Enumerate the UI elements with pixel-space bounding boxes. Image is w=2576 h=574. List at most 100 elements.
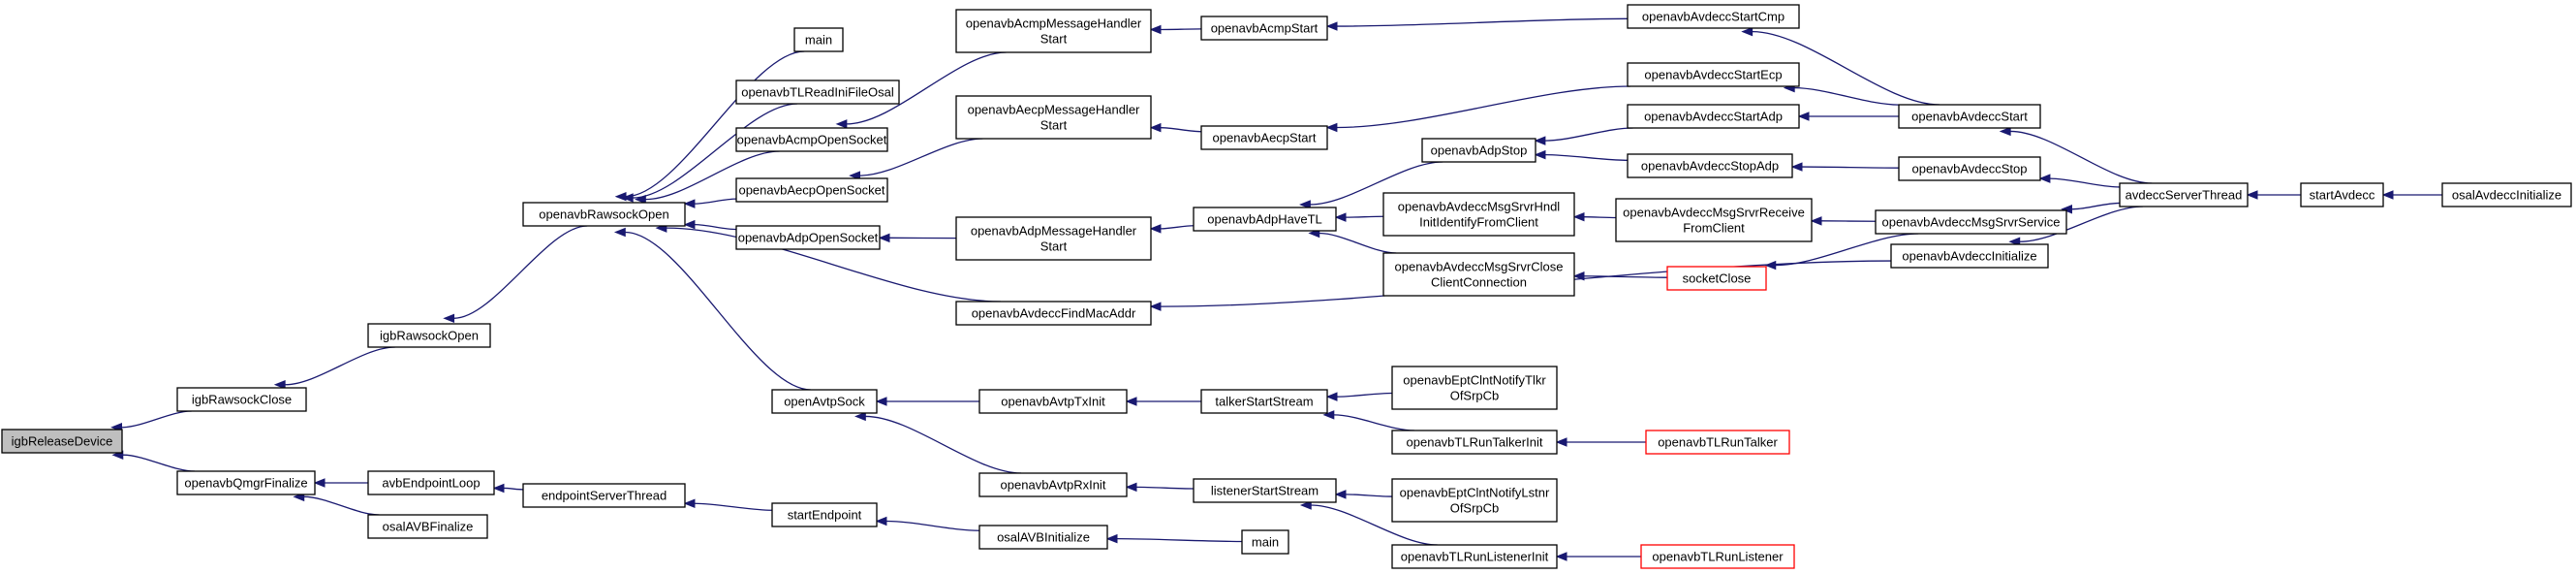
- edge-openavb-ept-clnt-notify-lstnr-of-srp-cb-to-listener-start-stream: [1334, 490, 1393, 499]
- edge-line: [666, 227, 1001, 303]
- edge-arrowhead: [683, 199, 696, 208]
- node-openavb-avdecc-start-cmp[interactable]: openavbAvdeccStartCmp: [1627, 4, 1800, 29]
- node-box: [955, 95, 1152, 140]
- edge-arrowhead: [1572, 211, 1585, 222]
- edge-openavb-avdecc-start-adp-to-openavb-adp-stop: [1534, 127, 1633, 145]
- node-talker-start-stream[interactable]: talkerStartStream: [1200, 389, 1328, 414]
- node-openavb-tlread-ini-file-osal[interactable]: openavbTLReadIniFileOsal: [735, 80, 900, 105]
- node-openavb-avdecc-msg-srvr-close-client-connection[interactable]: openavbAvdeccMsgSrvrCloseClientConnectio…: [1382, 252, 1575, 297]
- node-box: [1391, 366, 1558, 410]
- node-openavb-avdecc-find-mac-addr[interactable]: openavbAvdeccFindMacAddr: [955, 301, 1152, 326]
- edge-openavb-avdecc-msg-srvr-hndl-init-identify-from-client-to-openavb-adp-have-tl: [1334, 212, 1384, 222]
- node-avb-endpoint-loop[interactable]: avbEndpointLoop: [367, 470, 495, 495]
- node-main1[interactable]: main: [793, 27, 844, 52]
- node-box: [1627, 4, 1800, 29]
- edge-openavb-avdecc-start-to-openavb-avdecc-start-cmp: [1741, 26, 1940, 106]
- edge-talker-start-stream-to-openavb-avtp-tx-init: [1125, 397, 1202, 406]
- node-igb-rawsock-open[interactable]: igbRawsockOpen: [367, 323, 491, 348]
- node-openavb-adp-open-socket[interactable]: openavbAdpOpenSocket: [735, 225, 881, 250]
- node-box: [735, 177, 888, 203]
- node-label: ClientConnection: [1431, 275, 1527, 290]
- node-label: Start: [1040, 32, 1068, 47]
- node-label: openavbAvtpRxInit: [1001, 478, 1106, 493]
- edge-arrowhead: [1810, 216, 1822, 226]
- node-label: openavbTLReadIniFileOsal: [741, 85, 894, 100]
- edge-line: [626, 50, 805, 198]
- node-openavb-acmp-open-socket[interactable]: openavbAcmpOpenSocket: [735, 127, 888, 152]
- node-main2[interactable]: main: [1241, 529, 1289, 555]
- node-openavb-avtp-rx-init[interactable]: openavbAvtpRxInit: [978, 472, 1128, 497]
- node-start-endpoint[interactable]: startEndpoint: [771, 502, 878, 527]
- node-open-avtp-sock[interactable]: openAvtpSock: [771, 389, 878, 414]
- node-label: talkerStartStream: [1215, 395, 1313, 409]
- node-openavb-avtp-tx-init[interactable]: openavbAvtpTxInit: [978, 389, 1128, 414]
- node-avdecc-server-thread[interactable]: avdeccServerThread: [2119, 182, 2249, 207]
- node-openavb-aecp-start[interactable]: openavbAecpStart: [1200, 125, 1328, 150]
- node-openavb-tlrun-listener-init[interactable]: openavbTLRunListenerInit: [1391, 544, 1558, 569]
- node-openavb-tlrun-talker-init[interactable]: openavbTLRunTalkerInit: [1391, 430, 1558, 455]
- node-openavb-avdecc-start[interactable]: openavbAvdeccStart: [1898, 104, 2041, 129]
- edge-openavb-avtp-rx-init-to-open-avtp-sock: [853, 411, 1022, 474]
- node-label: openavbAvdeccStart: [1911, 110, 2028, 124]
- node-listener-start-stream[interactable]: listenerStartStream: [1193, 478, 1337, 503]
- node-openavb-avdecc-stop-adp[interactable]: openavbAvdeccStopAdp: [1627, 153, 1793, 178]
- node-box: [1382, 252, 1575, 297]
- node-label: osalAVBFinalize: [383, 520, 474, 534]
- edge-openavb-tlrun-listener-to-openavb-tlrun-listener-init: [1555, 552, 1641, 561]
- node-box: [1193, 207, 1337, 232]
- node-socket-close[interactable]: socketClose: [1666, 266, 1767, 291]
- node-box: [522, 202, 686, 227]
- node-openavb-avdecc-start-ecp[interactable]: openavbAvdeccStartEcp: [1627, 62, 1800, 87]
- node-openavb-tlrun-talker[interactable]: openavbTLRunTalker: [1645, 430, 1790, 455]
- node-osal-avbinitialize[interactable]: osalAVBInitialize: [978, 525, 1108, 550]
- node-igb-release-device[interactable]: igbReleaseDevice: [1, 429, 123, 454]
- edge-arrowhead: [1149, 224, 1162, 234]
- node-start-avdecc[interactable]: startAvdecc: [2300, 182, 2384, 207]
- node-box: [771, 389, 878, 414]
- edge-arrowhead: [492, 483, 505, 494]
- node-box: [1200, 125, 1328, 150]
- node-openavb-rawsock-open[interactable]: openavbRawsockOpen: [522, 202, 686, 227]
- node-box: [367, 323, 491, 348]
- edge-arrowhead: [634, 194, 646, 205]
- node-openavb-acmp-start[interactable]: openavbAcmpStart: [1200, 16, 1328, 41]
- node-openavb-adp-have-tl[interactable]: openavbAdpHaveTL: [1193, 207, 1337, 232]
- node-openavb-avdecc-stop[interactable]: openavbAvdeccStop: [1898, 156, 2041, 181]
- edge-osal-avbinitialize-to-start-endpoint: [875, 516, 980, 531]
- edge-arrowhead: [1325, 21, 1338, 31]
- edge-line: [694, 198, 737, 205]
- edge-line: [1310, 161, 1443, 206]
- node-label: openavbAvdeccMsgSrvrService: [1881, 215, 2060, 230]
- edge-arrowhead: [1149, 302, 1162, 311]
- node-osal-avbfinalize[interactable]: osalAVBFinalize: [367, 514, 488, 539]
- node-label: avbEndpointLoop: [382, 476, 480, 491]
- node-openavb-avdecc-msg-srvr-service[interactable]: openavbAvdeccMsgSrvrService: [1875, 209, 2067, 235]
- node-openavb-avdecc-msg-srvr-hndl-init-identify-from-client[interactable]: openavbAvdeccMsgSrvrHndlInitIdentifyFrom…: [1382, 192, 1575, 237]
- edge-line: [1583, 275, 1668, 278]
- node-label: openavbAvdeccStartEcp: [1644, 68, 1782, 82]
- node-openavb-tlrun-listener[interactable]: openavbTLRunListener: [1640, 544, 1795, 569]
- node-openavb-qmgr-finalize[interactable]: openavbQmgrFinalize: [176, 470, 316, 495]
- node-box: [1421, 138, 1536, 163]
- edge-arrowhead: [2381, 190, 2394, 200]
- node-igb-rawsock-close[interactable]: igbRawsockClose: [176, 387, 307, 412]
- edge-line: [1794, 86, 1900, 106]
- node-osal-avdecc-initialize[interactable]: osalAvdeccInitialize: [2441, 182, 2572, 207]
- edge-open-avtp-sock-to-openavb-rawsock-open: [613, 227, 811, 391]
- edge-arrowhead: [621, 193, 634, 203]
- node-openavb-avdecc-start-adp[interactable]: openavbAvdeccStartAdp: [1627, 104, 1800, 129]
- node-openavb-aecp-open-socket[interactable]: openavbAecpOpenSocket: [735, 177, 888, 203]
- node-openavb-avdecc-initialize[interactable]: openavbAvdeccInitialize: [1890, 243, 2049, 269]
- node-label: openavbTLRunTalkerInit: [1407, 435, 1543, 450]
- edge-line: [303, 495, 380, 516]
- node-endpoint-server-thread[interactable]: endpointServerThread: [522, 483, 686, 508]
- node-openavb-adp-stop[interactable]: openavbAdpStop: [1421, 138, 1536, 163]
- edge-arrowhead: [875, 516, 887, 526]
